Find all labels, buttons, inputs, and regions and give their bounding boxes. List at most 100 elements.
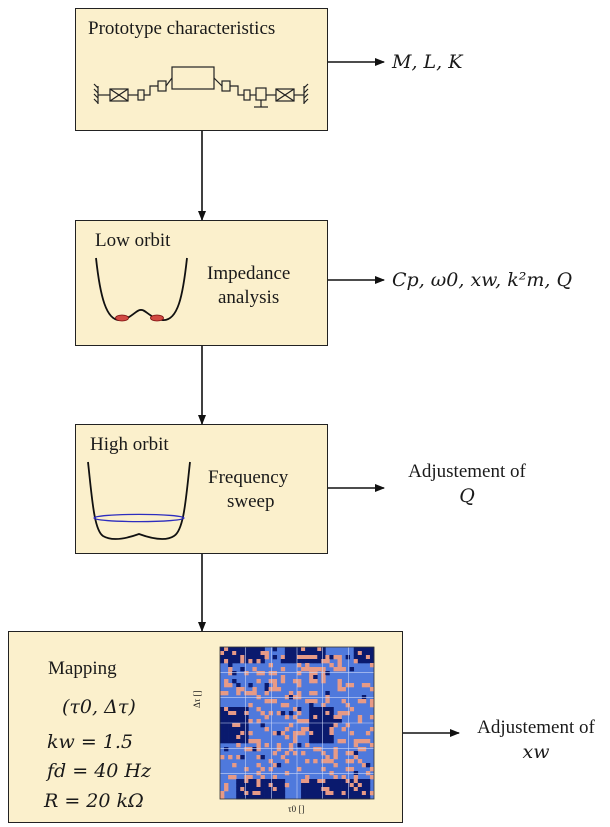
map-cell [309,679,314,684]
map-cell [248,779,253,784]
map-ylabel: Δτ [] [192,690,202,708]
map-cell [317,659,322,664]
map-cell [325,739,330,744]
map-cell [325,723,330,728]
map-cell [292,715,298,720]
map-cell [240,711,245,716]
map-cell [309,779,314,784]
map-cell [361,655,367,660]
map-cell [353,739,359,744]
map-cell [325,711,330,716]
map-cell [353,647,359,652]
map-cell [228,683,233,688]
map-cell [349,767,355,772]
map-cell [244,659,249,664]
map-cell [292,751,298,756]
map-cell [292,659,298,664]
map-cell [256,747,261,752]
map-cell [224,727,229,732]
mapping-param-r: R = 20 kΩ [44,790,144,812]
map-cell [321,751,326,756]
map-cell [349,779,355,784]
map-cell [301,659,306,664]
map-cell [224,691,229,696]
map-cell [309,783,314,788]
map-cell [305,663,310,668]
map-cell [369,775,375,780]
map-cell [260,651,265,656]
map-cell [313,739,318,744]
map-cell [349,683,355,688]
map-cell [337,667,342,672]
frequency-label-line1: Frequency [208,467,289,488]
map-cell [252,655,257,660]
map-cell [240,791,245,796]
map-cell [224,783,229,788]
map-cell [357,647,363,652]
map-cell [325,787,330,792]
map-cell [288,647,294,652]
map-cell [220,791,225,796]
map-cell [240,739,245,744]
map-cell [280,779,286,784]
map-cell [256,755,261,760]
map-cell [333,667,338,672]
map-cell [361,763,367,768]
map-cell [309,699,314,704]
map-cell [369,659,375,664]
map-cell [272,775,278,780]
map-cell [288,651,294,656]
map-cell [309,703,314,708]
map-cell [297,647,302,652]
map-cell [313,795,318,800]
map-cell [220,691,225,696]
map-cell [236,743,241,748]
map-cell [236,723,241,728]
map-cell [297,663,302,668]
map-cell [228,659,233,664]
map-cell [220,651,225,656]
map-cell [236,755,241,760]
map-cell [292,655,298,660]
map-cell [297,671,302,676]
map-cell [284,783,290,788]
map-cell [268,759,273,764]
map-cell [248,691,253,696]
map-cell [305,647,310,652]
map-cell [244,775,249,780]
map-cell [333,751,338,756]
map-cell [268,791,273,796]
map-cell [337,739,342,744]
map-cell [341,699,346,704]
map-cell [345,791,350,796]
map-cell [317,655,322,660]
map-cell [268,795,273,800]
map-cell [325,715,330,720]
map-cell [321,783,326,788]
map-cell [333,795,338,800]
map-cell [276,731,282,736]
map-cell [244,787,249,792]
map-cell [365,739,371,744]
map-cell [353,751,359,756]
map-cell [220,655,225,660]
map-cell [309,667,314,672]
map-cell [284,695,290,700]
map-cell [353,795,359,800]
map-cell [301,751,306,756]
map-cell [305,787,310,792]
map-cell [248,795,253,800]
map-cell [329,711,334,716]
map-cell [321,731,326,736]
map-cell [228,775,233,780]
map-cell [224,747,229,752]
map-cell [228,735,233,740]
map-cell [276,791,282,796]
map-cell [361,647,367,652]
map-cell [244,647,249,652]
frequency-label-line2: sweep [227,491,275,512]
map-cell [325,735,330,740]
map-cell [248,731,253,736]
map-cell [232,651,237,656]
